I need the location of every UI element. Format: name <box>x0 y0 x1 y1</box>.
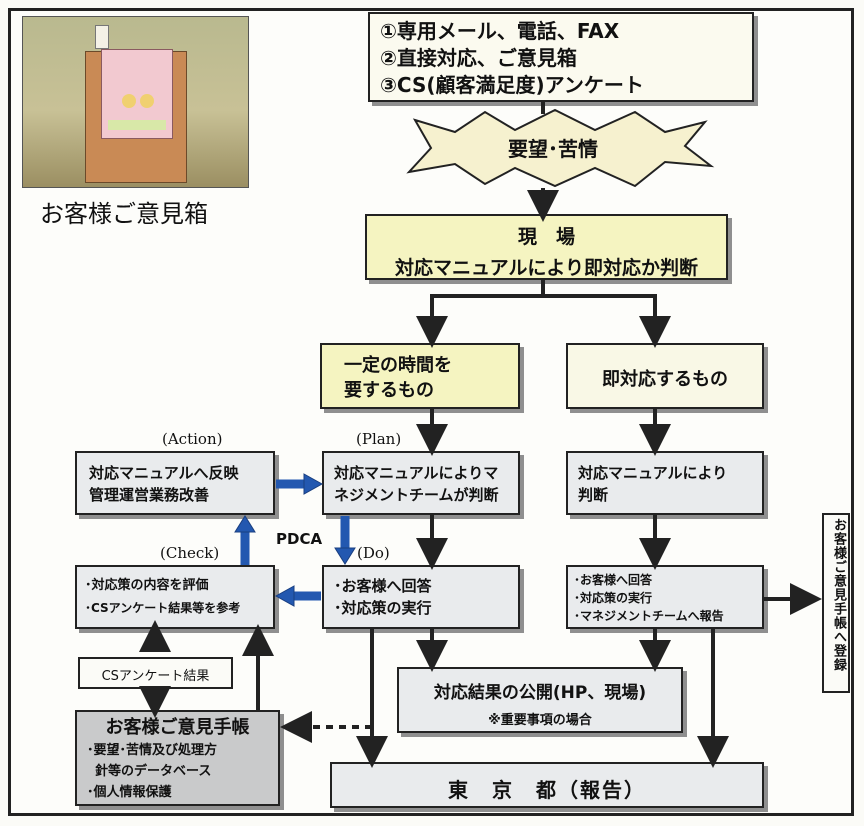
plan-line1: 対応マニュアルによりマ <box>334 464 499 482</box>
channel-2: ②直接対応、ご意見箱 <box>380 46 577 70</box>
action-line2: 管理運営業務改善 <box>89 486 210 504</box>
ledger-line2: 針等のデータベース <box>95 764 212 779</box>
plan-box: 対応マニュアルによりマ ネジメントチームが判断 <box>322 451 520 515</box>
arrow-site-time <box>416 280 545 348</box>
label-plan: (Plan) <box>356 430 402 448</box>
channel-1: ①専用メール、電話、FAX <box>380 19 620 43</box>
immediate-judge-line1: 対応マニュアルにより <box>578 464 728 482</box>
poster-face-icon <box>122 94 136 108</box>
request-burst <box>406 108 715 188</box>
poster-note <box>108 120 166 130</box>
blue-arrowhead <box>234 515 256 533</box>
plan-line2: ネジメントチームが判断 <box>334 486 499 504</box>
immediate-judge-box: 対応マニュアルにより 判断 <box>566 451 764 515</box>
site-box: 現 場 対応マニュアルにより即対応か判断 <box>365 214 728 280</box>
cs-result-label: CSアンケート結果 <box>101 669 210 684</box>
register-label: お客様ご意見手帳へ登録 <box>831 518 846 672</box>
check-line2: ･CSアンケート結果等を参考 <box>85 601 241 615</box>
publish-line2: ※重要事項の場合 <box>488 713 592 728</box>
branch-time-box: 一定の時間を 要するもの <box>320 343 520 409</box>
ledger-box: お客様ご意見手帳 ･要望･苦情及び処理方 針等のデータベース ･個人情報保護 <box>75 710 280 806</box>
branch-time-line2: 要するもの <box>344 380 434 401</box>
blue-arrowhead <box>274 585 295 607</box>
channel-3: ③CS(顧客満足度)アンケート <box>380 73 644 97</box>
check-line1: ･対応策の内容を評価 <box>85 578 209 593</box>
publish-box: 対応結果の公開(HP、現場) ※重要事項の場合 <box>397 667 683 733</box>
tokyo-label: 東 京 都（報告） <box>448 778 646 802</box>
site-title: 現 場 <box>517 226 575 248</box>
arrow-site-immediate <box>543 294 671 348</box>
action-line1: 対応マニュアルへ反映 <box>89 464 239 482</box>
photo-caption: お客様ご意見箱 <box>40 200 208 228</box>
burst-label: 要望･苦情 <box>508 137 598 161</box>
action-box: 対応マニュアルへ反映 管理運営業務改善 <box>75 451 275 515</box>
immediate-do-line2: ･対応策の実行 <box>574 591 653 605</box>
label-pdca: PDCA <box>276 530 323 548</box>
cs-result-box: CSアンケート結果 <box>78 657 233 689</box>
site-judge: 対応マニュアルにより即対応か判断 <box>394 257 699 279</box>
branch-time-line1: 一定の時間を <box>344 355 452 376</box>
do-line1: ･お客様へ回答 <box>334 577 432 595</box>
publish-line1: 対応結果の公開(HP、現場) <box>433 683 647 703</box>
opinion-box-photo <box>22 16 249 188</box>
label-check: (Check) <box>160 544 220 562</box>
label-action: (Action) <box>162 430 223 448</box>
tokyo-box: 東 京 都（報告） <box>330 762 764 808</box>
do-line2: ･対応策の実行 <box>334 599 432 617</box>
immediate-judge-line2: 判断 <box>578 486 609 504</box>
channels-box: ①専用メール、電話、FAX ②直接対応、ご意見箱 ③CS(顧客満足度)アンケート <box>368 12 754 102</box>
label-do: (Do) <box>357 544 390 562</box>
ledger-line3: ･個人情報保護 <box>87 785 172 800</box>
blue-arrowhead <box>334 547 356 565</box>
box-poster <box>101 49 173 139</box>
ledger-line1: ･要望･苦情及び処理方 <box>87 743 218 758</box>
immediate-do-line1: ･お客様へ回答 <box>574 573 653 587</box>
poster-face-icon <box>140 94 154 108</box>
register-box: お客様ご意見手帳へ登録 <box>822 513 850 693</box>
immediate-do-line3: ･マネジメントチームへ報告 <box>574 609 724 623</box>
sign-stand <box>95 25 109 49</box>
immediate-do-box: ･お客様へ回答 ･対応策の実行 ･マネジメントチームへ報告 <box>566 565 764 629</box>
ledger-title: お客様ご意見手帳 <box>105 717 250 738</box>
branch-immediate-label: 即対応するもの <box>602 369 728 390</box>
branch-immediate-box: 即対応するもの <box>566 343 764 409</box>
blue-arrowhead <box>303 473 324 495</box>
check-box: ･対応策の内容を評価 ･CSアンケート結果等を参考 <box>75 565 275 629</box>
